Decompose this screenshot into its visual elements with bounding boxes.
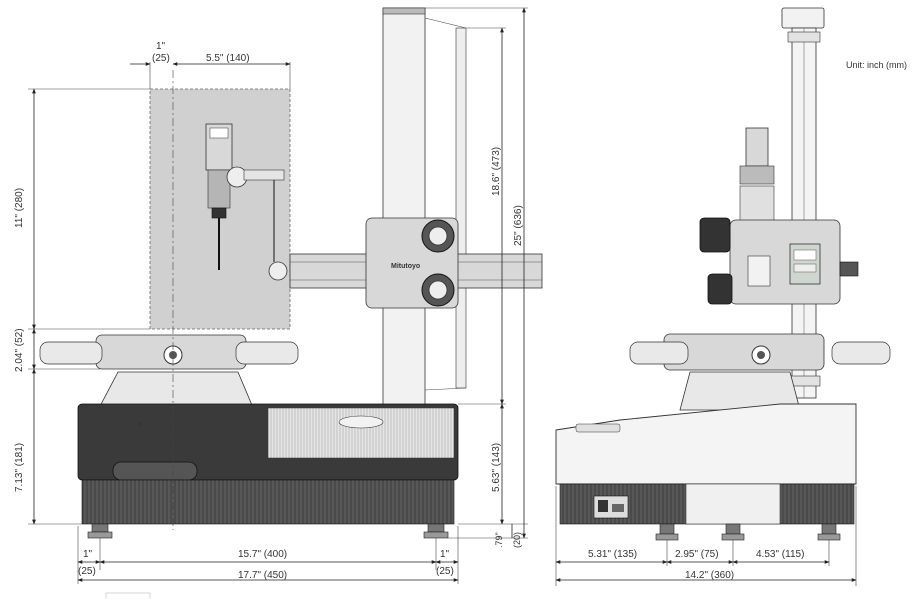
side-dimensions: 5.31" (135) 2.95" (75) 4.53" (115) 14.2"… bbox=[555, 486, 857, 586]
column bbox=[382, 7, 426, 411]
side-base bbox=[555, 403, 857, 485]
dim-height-79: .79" bbox=[494, 532, 504, 548]
dim-height-7-13: 7.13" (181) bbox=[14, 443, 25, 492]
dim-height-2-04: 2.04" (52) bbox=[14, 328, 25, 372]
dim-left-25: (25) bbox=[78, 566, 96, 577]
dim-offset-1in: 1" bbox=[156, 41, 166, 52]
corner-marker bbox=[105, 592, 151, 602]
front-view: Mitutoyo ᐅ bbox=[39, 7, 543, 539]
base-ribs bbox=[81, 479, 455, 525]
unit-note: Unit: inch (mm) bbox=[846, 60, 907, 70]
front-logo: Mitutoyo bbox=[391, 263, 420, 270]
dim-height-25: 25" (636) bbox=[513, 205, 524, 246]
dim-height-11: 11" (280) bbox=[14, 188, 25, 228]
dim-right-25: (25) bbox=[436, 566, 454, 577]
dim-width-15-7: 15.7" (400) bbox=[238, 549, 287, 560]
dim-height-18-6: 18.6" (473) bbox=[491, 147, 502, 196]
side-carriage bbox=[729, 219, 841, 305]
dim-right-1in: 1" bbox=[440, 549, 450, 560]
dim-height-5-63: 5.63" (143) bbox=[491, 443, 502, 492]
side-column bbox=[781, 7, 825, 29]
dim-height-20: (20) bbox=[512, 532, 522, 548]
dim-side-width-14-2: 14.2" (360) bbox=[685, 570, 734, 581]
column-scale-rail bbox=[455, 27, 467, 389]
base-handle bbox=[112, 461, 198, 481]
dim-side-5-31: 5.31" (135) bbox=[588, 549, 637, 560]
svg-text:ᐅ: ᐅ bbox=[138, 422, 143, 429]
dim-left-1in: 1" bbox=[83, 549, 93, 560]
side-knob-lower bbox=[707, 273, 733, 305]
side-knob-upper bbox=[699, 217, 731, 253]
dim-span-5-5: 5.5" (140) bbox=[206, 53, 250, 64]
front-dimensions: 1" (25) 5.5" (140) 11" (280) 2.04" (52) … bbox=[14, 7, 528, 584]
dim-width-17-7: 17.7" (450) bbox=[238, 570, 287, 581]
dim-side-4-53: 4.53" (115) bbox=[756, 549, 804, 560]
dim-side-2-95: 2.95" (75) bbox=[675, 549, 719, 560]
side-view bbox=[555, 7, 891, 541]
dim-offset-25: (25) bbox=[152, 53, 170, 64]
